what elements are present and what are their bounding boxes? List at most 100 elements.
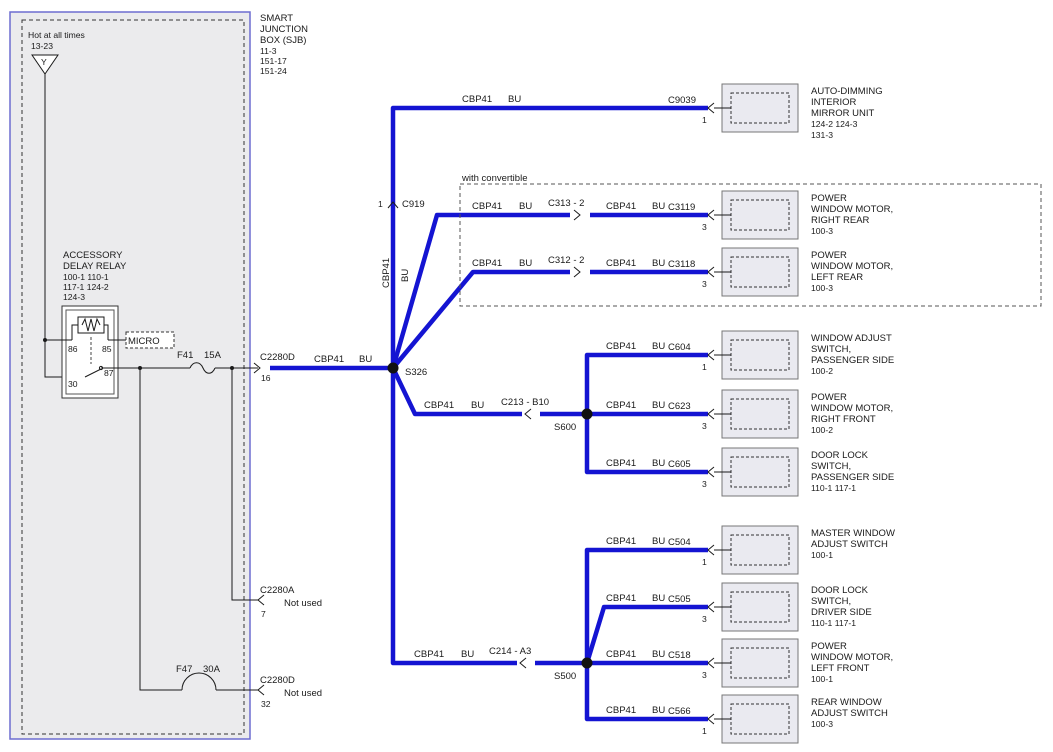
component-label-c3119-line-1: POWER (811, 193, 847, 204)
component-label-c505-line-1: DOOR LOCK (811, 585, 869, 596)
seg-label-c3119-color: BU (652, 201, 665, 212)
c2280a-pin: 7 (261, 609, 266, 619)
c2280d-top-pin: 16 (261, 373, 271, 383)
relay-ref-1: 100-1 110-1 (63, 272, 109, 282)
seg-label-c313-circuit: CBP41 (472, 201, 502, 212)
connector-arrow-c566 (707, 713, 715, 725)
wire-s500-to-c505 (584, 604, 708, 664)
sjb-title-line-3: BOX (SJB) (260, 35, 306, 46)
c213-arrow (524, 408, 532, 420)
sjb-ref-2: 151-17 (260, 56, 287, 66)
relay-title-line-1: ACCESSORY (63, 250, 123, 261)
wire-to-c313 (390, 212, 570, 369)
sjb-internal-circuits: F41 15A F47 30A (108, 350, 258, 691)
connector-arrow-c3118 (707, 266, 715, 278)
connector-arrow-c623 (707, 408, 715, 420)
component-label-c604-line-2: SWITCH, (811, 344, 851, 355)
component-label-c518-line-2: WINDOW MOTOR, (811, 652, 893, 663)
seg-label-c518-circuit: CBP41 (606, 649, 636, 660)
pin-87-label: 87 (104, 368, 114, 378)
c213-label: C213 - B10 (501, 397, 549, 408)
component-inner-c566 (730, 703, 790, 735)
c312-label: C312 - 2 (548, 255, 584, 266)
c2280d-top-arrow (253, 362, 261, 374)
connector-arrow-c604 (707, 349, 715, 361)
connector-name-c604: C604 (668, 342, 691, 353)
seg-label-c213-color: BU (471, 400, 484, 411)
connector-pin-c3119: 3 (702, 222, 707, 232)
component-label-c566-line-1: REAR WINDOW (811, 697, 882, 708)
seg-label-c518-color: BU (652, 649, 665, 660)
c214-arrow (519, 657, 527, 669)
component-inner-c623 (730, 398, 790, 430)
seg-label-c605-circuit: CBP41 (606, 458, 636, 469)
fuse-f47-icon (181, 672, 217, 691)
component-label-c3119-line-2: WINDOW MOTOR, (811, 204, 893, 215)
connector-pin-c3118: 3 (702, 279, 707, 289)
seg-label-c214-color: BU (461, 649, 474, 660)
seg-label-c3118-color: BU (652, 258, 665, 269)
connector-pin-c604: 1 (702, 362, 707, 372)
c312-arrow-in (573, 266, 581, 278)
c313-arrow-in (573, 209, 581, 221)
component-label-c505-line-4: 110-1 117-1 (811, 618, 856, 628)
wire-labels-main: CBP41 BU CBP41 BU (314, 258, 411, 365)
component-inner-c504 (730, 534, 790, 566)
seg-label-c504-color: BU (652, 536, 665, 547)
segment-wire-labels: CBP41 BU CBP41 BU CBP41 BU CBP41 BU CBP4… (414, 94, 665, 716)
splice-s326-label: S326 (405, 367, 427, 378)
sjb-title-line-1: SMART (260, 13, 293, 24)
component-label-c604-line-3: PASSENGER SIDE (811, 355, 894, 366)
wire-to-c312 (391, 269, 570, 370)
connector-pin-c504: 1 (702, 557, 707, 567)
component-label-c504-line-2: ADJUST SWITCH (811, 539, 888, 550)
fuse-f41-label: F41 (177, 350, 193, 361)
fuse-f47-rating: 30A (203, 664, 221, 675)
connector-arrow-c505 (707, 601, 715, 613)
smart-junction-box: SMART JUNCTION BOX (SJB) 11-3 151-17 151… (9, 11, 308, 740)
seg-label-c3119-circuit: CBP41 (606, 201, 636, 212)
wire-label-color-main: BU (359, 354, 372, 365)
seg-label-c623-circuit: CBP41 (606, 400, 636, 411)
c919-pin: 1 (378, 199, 383, 209)
component-label-c504-line-1: MASTER WINDOW (811, 528, 895, 539)
connector-name-c623: C623 (668, 401, 691, 412)
component-label-c3119-line-4: 100-3 (811, 226, 833, 236)
sjb-title-line-2: JUNCTION (260, 24, 308, 35)
c2280a-note: Not used (284, 598, 322, 609)
relay-ref-3: 124-3 (63, 292, 85, 302)
component-label-c9039-line-5: 131-3 (811, 130, 833, 140)
splices: S326 S600 S500 (387, 362, 593, 682)
wire-to-mirror (390, 105, 708, 368)
relay-title-line-2: DELAY RELAY (63, 261, 127, 272)
connector-name-c9039: C9039 (668, 95, 696, 106)
splice-s600-label: S600 (554, 422, 576, 433)
component-label-c518-line-1: POWER (811, 641, 847, 652)
seg-label-c312-color: BU (519, 258, 532, 269)
wire-to-c214 (390, 368, 517, 666)
connector-pin-c505: 3 (702, 614, 707, 624)
seg-label-c605-color: BU (652, 458, 665, 469)
cbp41-wiring (270, 105, 708, 722)
component-label-c9039-line-3: MIRROR UNIT (811, 108, 875, 119)
splice-s326 (387, 362, 399, 374)
power-source-symbol: Y (41, 57, 47, 67)
component-label-c604-line-1: WINDOW ADJUST (811, 333, 892, 344)
component-label-c605-line-2: SWITCH, (811, 461, 851, 472)
component-label-c605-line-4: 110-1 117-1 (811, 483, 856, 493)
splice-s600 (581, 408, 593, 420)
c2280d-bottom-pin: 32 (261, 699, 271, 709)
c2280d-bottom-arrow (257, 684, 265, 696)
component-label-c605-line-1: DOOR LOCK (811, 450, 869, 461)
seg-label-c312-circuit: CBP41 (472, 258, 502, 269)
component-label-c3118-line-4: 100-3 (811, 283, 833, 293)
seg-label-c3118-circuit: CBP41 (606, 258, 636, 269)
connector-c919: C919 1 (378, 199, 425, 210)
